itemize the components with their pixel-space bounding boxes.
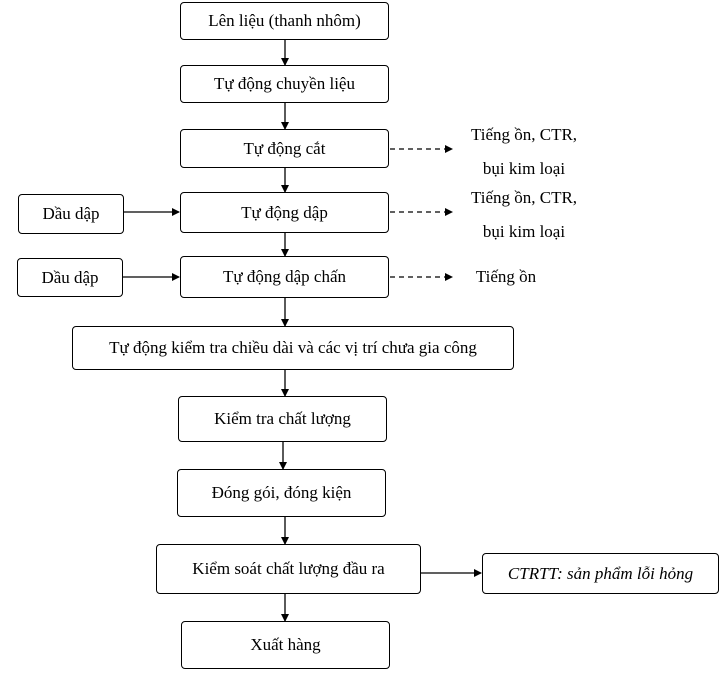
input-punching-oil-1: Dầu dập bbox=[18, 194, 124, 234]
emission-bend: Tiếng ồn bbox=[475, 267, 537, 286]
step-output-quality-control: Kiểm soát chất lượng đầu ra bbox=[156, 544, 421, 594]
step-raw-material: Lên liệu (thanh nhôm) bbox=[180, 2, 389, 40]
step-auto-cut: Tự động cắt bbox=[180, 129, 389, 168]
step-auto-feed: Tự động chuyền liệu bbox=[180, 65, 389, 103]
waste-output: CTRTT: sản phẩm lỗi hỏng bbox=[482, 553, 719, 594]
step-shipping: Xuất hàng bbox=[181, 621, 390, 669]
input-punching-oil-2: Dầu dập bbox=[17, 258, 123, 297]
emission-cut: Tiếng ồn, CTR, bụi kim loại bbox=[470, 125, 578, 178]
step-quality-check: Kiểm tra chất lượng bbox=[178, 396, 387, 442]
step-auto-bend-punch: Tự động dập chấn bbox=[180, 256, 389, 298]
step-packing: Đóng gói, đóng kiện bbox=[177, 469, 386, 517]
emission-punch: Tiếng ồn, CTR, bụi kim loại bbox=[470, 188, 578, 241]
step-auto-inspect-length: Tự động kiểm tra chiều dài và các vị trí… bbox=[72, 326, 514, 370]
step-auto-punch: Tự động dập bbox=[180, 192, 389, 233]
